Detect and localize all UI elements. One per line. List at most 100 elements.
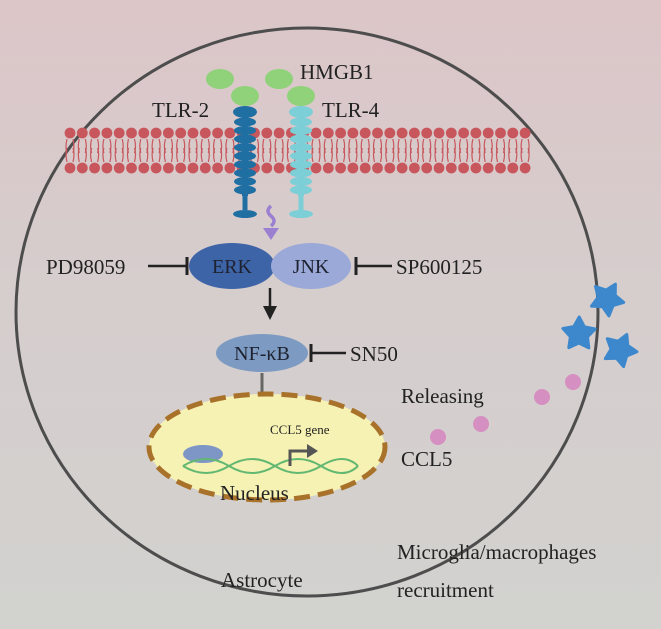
lipid-tail xyxy=(139,138,149,154)
lipid-head xyxy=(163,127,174,139)
lipid-tail xyxy=(483,138,493,154)
lipid-tail xyxy=(225,147,235,163)
receptor-stalk xyxy=(298,114,304,196)
lipid-tail xyxy=(200,147,210,163)
lipid-tail xyxy=(90,138,100,154)
lipid-head xyxy=(150,162,162,174)
lipid-tail xyxy=(65,147,75,163)
lipid-head xyxy=(89,127,100,139)
transcription-start-arrow xyxy=(288,449,309,466)
jnk-node xyxy=(271,243,351,289)
lipid-tail xyxy=(323,138,333,154)
lipid-head xyxy=(175,162,187,174)
ccl5-molecule xyxy=(534,389,550,405)
lipid-head xyxy=(335,162,346,174)
lipid-tail xyxy=(397,147,407,163)
lipid-head xyxy=(138,127,150,139)
lipid-head xyxy=(64,162,76,174)
lipid-tail xyxy=(495,147,506,163)
lipid-head xyxy=(482,162,494,174)
lipid-tail xyxy=(139,147,149,163)
sn50-label: SN50 xyxy=(350,342,398,366)
transcription-start-arrowhead xyxy=(307,444,318,458)
lipid-head xyxy=(458,127,469,139)
tlr2-receptor xyxy=(233,106,257,218)
hmgb1-ligand xyxy=(206,69,234,89)
immune-cell-star xyxy=(561,315,597,350)
erk-node xyxy=(189,243,275,289)
lipid-head xyxy=(519,127,531,139)
lipid-head xyxy=(89,162,100,174)
lipid-head xyxy=(372,162,383,174)
immune-cell-star xyxy=(603,332,639,369)
releasing-label: Releasing xyxy=(401,384,484,408)
lipid-tail xyxy=(102,138,112,154)
nucleus-label: Nucleus xyxy=(220,481,289,505)
lipid-tail xyxy=(459,147,469,163)
lipid-head xyxy=(126,127,137,139)
erk-label: ERK xyxy=(212,256,253,278)
lipid-head xyxy=(421,127,433,139)
lipid-tail xyxy=(151,138,161,154)
receptor-domain xyxy=(289,106,313,118)
ccl5-label: CCL5 xyxy=(401,447,452,471)
lipid-tail xyxy=(262,147,272,163)
lipid-tail xyxy=(336,138,346,154)
pd98059-label: PD98059 xyxy=(46,255,125,279)
lipid-head xyxy=(421,162,433,174)
lipid-tail xyxy=(102,147,112,163)
lipid-head xyxy=(445,127,457,139)
lipid-tail xyxy=(274,147,284,163)
lipid-head xyxy=(433,127,445,139)
lipid-head xyxy=(76,127,88,139)
lipid-tail xyxy=(372,147,383,163)
hmgb1-ligand xyxy=(265,69,293,89)
lipid-head xyxy=(273,162,285,174)
lipid-head xyxy=(347,162,359,174)
lipid-tail xyxy=(274,138,284,154)
lipid-head xyxy=(224,162,236,174)
lipid-head xyxy=(409,162,420,174)
lipid-tail xyxy=(188,147,198,163)
lipid-tail xyxy=(213,147,223,163)
receptor-tail xyxy=(242,196,248,210)
lipid-head xyxy=(396,127,408,139)
nfkb-node xyxy=(216,334,308,372)
lipid-head xyxy=(384,127,396,139)
lipid-head xyxy=(187,127,199,139)
astrocyte-cell-membrane-outline xyxy=(14,26,600,598)
ccl5-molecule xyxy=(565,374,581,390)
jnk-label: JNK xyxy=(293,256,330,278)
lipid-tail xyxy=(176,138,186,154)
lipid-tail xyxy=(163,147,173,163)
lipid-tail xyxy=(434,138,444,154)
dna-helix xyxy=(182,458,359,474)
lipid-tail xyxy=(77,147,87,163)
lipid-head xyxy=(519,162,531,174)
lipid-head xyxy=(322,127,334,139)
lipid-head xyxy=(261,127,273,139)
lipid-head xyxy=(310,162,322,174)
recruitment-label-line1: Microglia/macrophages xyxy=(397,540,596,564)
lipid-tail xyxy=(200,138,210,154)
lipid-head xyxy=(310,127,322,139)
lipid-head xyxy=(409,127,420,139)
lipid-head xyxy=(163,162,174,174)
lipid-tail xyxy=(323,147,333,163)
lipid-tail xyxy=(520,138,530,154)
lipid-head xyxy=(495,162,506,174)
lipid-tail xyxy=(262,138,272,154)
lipid-head xyxy=(507,127,519,139)
lipid-tail xyxy=(446,147,456,163)
lipid-head xyxy=(175,127,187,139)
lipid-tail xyxy=(422,138,432,154)
lipid-head xyxy=(76,162,88,174)
lipid-head xyxy=(199,127,211,139)
lipid-tail xyxy=(90,147,100,163)
lipid-head xyxy=(150,127,162,139)
lipid-tail xyxy=(385,138,395,154)
receptor-cytoplasmic-domain xyxy=(289,210,313,218)
tlr4-receptor xyxy=(289,106,313,218)
lipid-head xyxy=(335,127,346,139)
